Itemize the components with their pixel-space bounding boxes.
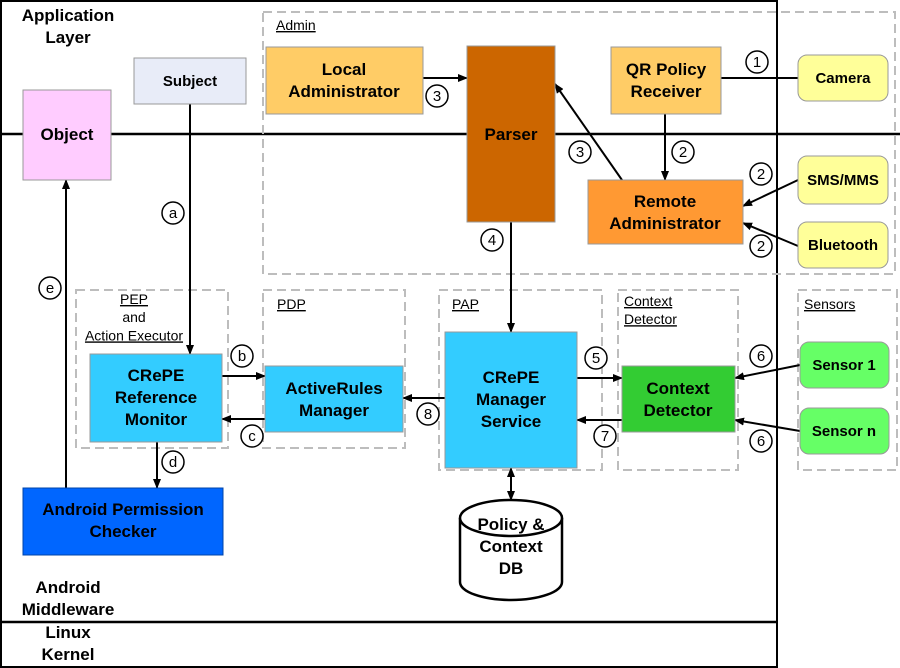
step-markers: 1 3 3 2 2 2 4 a e b c 8 5 7 6 6 d (38, 50, 773, 474)
arrow-remote-to-parser (554, 83, 623, 181)
sensor1-label: Sensor 1 (812, 357, 875, 374)
step-marker-d: d (161, 450, 185, 474)
sensors-group (797, 289, 898, 471)
step-marker-s2c: 2 (749, 234, 773, 258)
subject-label: Subject (163, 73, 217, 90)
camera-label: Camera (815, 70, 871, 87)
parser-label: Parser (485, 125, 538, 144)
sensors-group-label: Sensors (804, 296, 855, 312)
step-label-s2b: 2 (757, 166, 765, 183)
step-label-s6a: 6 (757, 348, 765, 365)
pap-group (438, 289, 603, 471)
step-marker-s2b: 2 (749, 162, 773, 186)
step-marker-s7: 7 (593, 424, 617, 448)
admin-group (262, 11, 896, 275)
subject-box: Subject (133, 57, 247, 105)
pap-group-label: PAP (452, 296, 479, 312)
camera-box: Camera (797, 54, 889, 102)
step-label-s1: 1 (753, 54, 761, 71)
sms-mms-label: SMS/MMS (807, 172, 879, 189)
step-label-s3b: 3 (576, 144, 584, 161)
step-label-b: b (238, 348, 246, 365)
step-marker-s3b: 3 (568, 140, 592, 164)
step-marker-s6a: 6 (749, 344, 773, 368)
step-label-a: a (169, 205, 178, 222)
step-label-s2c: 2 (757, 238, 765, 255)
pdp-group-label: PDP (277, 296, 306, 312)
step-marker-b: b (230, 344, 254, 368)
sms-mms-box: SMS/MMS (797, 155, 889, 205)
step-marker-c: c (240, 424, 264, 448)
step-marker-a: a (161, 201, 185, 225)
admin-group-label: Admin (276, 17, 316, 33)
step-label-s6b: 6 (757, 433, 765, 450)
step-marker-s5: 5 (584, 346, 608, 370)
arrow-sms-to-remote (742, 179, 799, 207)
step-label-s7: 7 (601, 428, 609, 445)
step-marker-s8: 8 (416, 402, 440, 426)
sensorn-box: Sensor n (799, 407, 890, 455)
arrow-bluetooth-to-remote (742, 222, 799, 247)
step-label-s5: 5 (592, 350, 600, 367)
step-label-s2a: 2 (679, 144, 687, 161)
step-marker-s1: 1 (745, 50, 769, 74)
arrows (62, 74, 801, 501)
arrow-sensorn-to-context (734, 417, 801, 432)
layers-frame (0, 0, 778, 668)
sensorn-label: Sensor n (812, 423, 876, 440)
step-marker-s4: 4 (480, 228, 504, 252)
step-marker-e: e (38, 276, 62, 300)
object-label: Object (41, 125, 94, 144)
sensor1-box: Sensor 1 (799, 341, 890, 389)
step-marker-s6b: 6 (749, 429, 773, 453)
step-label-s4: 4 (488, 232, 496, 249)
parser-box: Parser (466, 45, 556, 223)
step-label-d: d (169, 454, 177, 471)
object-box: Object (22, 89, 112, 181)
step-label-s3a: 3 (433, 88, 441, 105)
step-marker-s2a: 2 (671, 140, 695, 164)
step-label-c: c (248, 428, 256, 445)
bluetooth-label: Bluetooth (808, 237, 878, 254)
step-marker-s3a: 3 (425, 84, 449, 108)
arrow-sensor1-to-context (734, 364, 801, 381)
step-label-s8: 8 (424, 406, 432, 423)
bluetooth-box: Bluetooth (797, 221, 889, 269)
step-label-e: e (46, 280, 54, 297)
pdp-group (262, 289, 406, 449)
pep-group (75, 289, 229, 449)
